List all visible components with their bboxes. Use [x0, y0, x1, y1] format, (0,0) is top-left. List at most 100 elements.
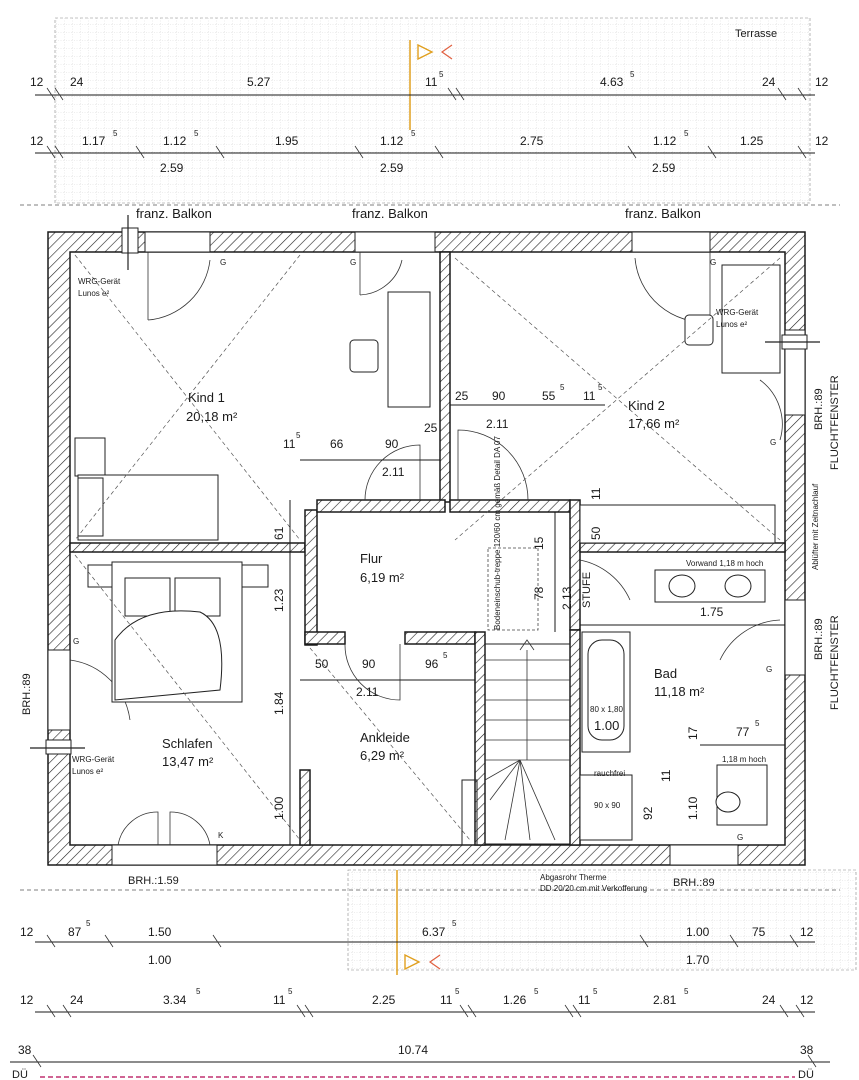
dim-row-bottom-2: 12 24 3.34 5 11 5 2.25 11 5 1.26 5 11 5 …: [20, 987, 815, 1018]
window-left-1: [47, 649, 71, 731]
interior-walls: [69, 251, 786, 846]
svg-text:1.00: 1.00: [272, 796, 286, 820]
svg-text:1.23: 1.23: [272, 588, 286, 612]
room-area-bad: 11,18 m²: [654, 684, 705, 699]
inner-dims-bad: 1.75 17 77 5 11 92 1.10 80 x 1,80 1.00 9…: [580, 559, 785, 820]
dim-top2-d: 1.95: [275, 134, 299, 148]
brh-right-1: BRH.:89: [813, 388, 825, 430]
svg-text:24: 24: [70, 993, 84, 1007]
svg-text:77: 77: [736, 725, 750, 739]
inner-dims-vertical-left: 61 1.23 1.84 1.00: [272, 500, 291, 845]
dim-top2-f: 2.75: [520, 134, 544, 148]
svg-text:5: 5: [196, 987, 201, 996]
dim-top2-g-sup: 5: [684, 129, 689, 138]
svg-text:1.10: 1.10: [686, 796, 700, 820]
svg-text:11: 11: [273, 993, 286, 1007]
room-area-schlafen: 13,47 m²: [162, 754, 214, 769]
dim-row-top-2: 12 1.17 5 1.12 5 1.95 1.12 5 2.75 1.12 5…: [30, 129, 829, 175]
dim-top1-c: 5.27: [247, 75, 271, 89]
svg-text:38: 38: [18, 1043, 32, 1057]
room-name-flur: Flur: [360, 551, 383, 566]
dim-top2-e: 1.12: [380, 134, 404, 148]
svg-text:25: 25: [424, 421, 438, 435]
svg-text:11: 11: [440, 993, 453, 1007]
svg-text:90: 90: [492, 389, 506, 403]
svg-text:61: 61: [272, 526, 286, 540]
dim-top2-sub-b: 2.59: [380, 161, 404, 175]
room-area-kind1: 20,18 m²: [186, 409, 238, 424]
svg-text:15: 15: [532, 536, 546, 550]
window-right-2: [784, 599, 806, 676]
stairs-step-label: STUFE: [581, 572, 593, 608]
svg-text:2.25: 2.25: [372, 993, 396, 1007]
balcony-door-2: [354, 231, 436, 253]
abgas-label-2: DD 20/20 cm mit Verkofferung: [540, 884, 647, 893]
svg-text:1.84: 1.84: [272, 691, 286, 715]
abluefter-label: Ablüfter mit Zeitnachlauf: [811, 483, 820, 570]
staircase: [461, 547, 571, 846]
room-name-schlafen: Schlafen: [162, 736, 213, 751]
svg-text:50: 50: [315, 657, 329, 671]
window-right-1: [784, 329, 806, 416]
svg-text:1.50: 1.50: [148, 925, 172, 939]
dim-top2-i: 12: [815, 134, 829, 148]
svg-text:24: 24: [762, 993, 776, 1007]
svg-text:75: 75: [752, 925, 766, 939]
dim-row-top-1: 12 24 5.27 11 5 4.63 5 24 12: [30, 70, 829, 101]
marker-k: K: [218, 831, 224, 840]
svg-text:38: 38: [800, 1043, 814, 1057]
dim-top2-sub-c: 2.59: [652, 161, 676, 175]
svg-text:5: 5: [296, 431, 301, 440]
svg-text:5: 5: [593, 987, 598, 996]
marker-g-3: G: [710, 258, 716, 267]
brh-bottom-2: BRH.:89: [673, 877, 715, 889]
inner-dims-flur: 11 5 66 90 25 2.11: [283, 421, 440, 479]
svg-text:2.11: 2.11: [356, 685, 379, 699]
svg-text:25: 25: [455, 389, 469, 403]
svg-text:5: 5: [288, 987, 293, 996]
mark-du-right: DÜ: [798, 1069, 814, 1080]
svg-text:5: 5: [755, 719, 760, 728]
svg-text:96: 96: [425, 657, 439, 671]
wrg-device-3: WRG-Gerät Lunos e²: [30, 739, 115, 776]
marker-g-4: G: [770, 438, 776, 447]
svg-text:12: 12: [800, 993, 814, 1007]
dim-top2-c: 1.12: [163, 134, 187, 148]
svg-text:5: 5: [452, 919, 457, 928]
room-area-ankleide: 6,29 m²: [360, 748, 405, 763]
svg-text:5: 5: [684, 987, 689, 996]
svg-text:5: 5: [443, 651, 448, 660]
svg-text:WRG-Gerät: WRG-Gerät: [78, 277, 121, 286]
dim-top1-d: 11: [425, 75, 438, 89]
mark-du-left: DÜ: [12, 1069, 28, 1080]
svg-text:87: 87: [68, 925, 82, 939]
marker-g-7: G: [737, 833, 743, 842]
brh-left: BRH.:89: [21, 673, 33, 715]
dim-top1-f: 24: [762, 75, 776, 89]
svg-text:1.75: 1.75: [700, 605, 724, 619]
brh-right-2: BRH.:89: [813, 618, 825, 660]
svg-text:5: 5: [598, 383, 603, 392]
room-name-kind1: Kind 1: [188, 390, 225, 405]
svg-text:1.00: 1.00: [686, 925, 710, 939]
dim-top1-e-sup: 5: [630, 70, 635, 79]
svg-text:11: 11: [283, 437, 296, 451]
svg-text:6.37: 6.37: [422, 925, 446, 939]
furniture: [74, 264, 781, 841]
svg-text:55: 55: [542, 389, 556, 403]
wrg-device-1: WRG-Gerät Lunos e²: [78, 215, 139, 298]
room-name-ankleide: Ankleide: [360, 730, 410, 745]
brh-bottom-1: BRH.:1.59: [128, 875, 179, 887]
room-area-flur: 6,19 m²: [360, 570, 405, 585]
svg-text:1.00: 1.00: [594, 718, 619, 733]
dim-top1-e: 4.63: [600, 75, 624, 89]
terrace-area-top: [54, 17, 811, 204]
svg-text:1.70: 1.70: [686, 953, 710, 967]
dim-top2-b-sup: 5: [113, 129, 118, 138]
svg-text:11: 11: [578, 993, 591, 1007]
balcony-door-1: [144, 231, 211, 253]
svg-text:1.00: 1.00: [148, 953, 172, 967]
svg-text:66: 66: [330, 437, 344, 451]
svg-text:Vorwand 1,18 m hoch: Vorwand 1,18 m hoch: [686, 559, 763, 568]
dim-top2-b: 1.17: [82, 134, 106, 148]
